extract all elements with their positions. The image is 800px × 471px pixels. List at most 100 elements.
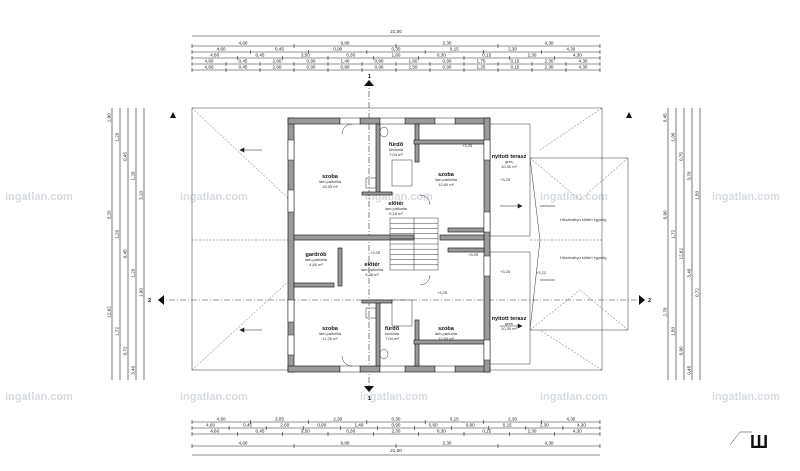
dim-top-row1-label: 4,60 bbox=[239, 41, 248, 46]
room-name: fürdő bbox=[385, 326, 400, 332]
dim-right-label: 12,62 bbox=[679, 248, 684, 260]
dim-top-overall: 21,00 bbox=[390, 29, 402, 34]
room-area: 10,30 m² bbox=[501, 326, 517, 331]
watermark-left-bottom: ingatlan.com bbox=[5, 391, 73, 403]
dim-bottom-row2-label: 1,40 bbox=[354, 423, 363, 428]
dim-left-label: 0,45 bbox=[123, 249, 128, 258]
dim-top-row5-label: 0,90 bbox=[375, 65, 384, 70]
dim-top-row5-label: 0,15 bbox=[511, 65, 520, 70]
room-name: előtér bbox=[388, 201, 404, 207]
dim-bottom-row3-label: 4,60 bbox=[210, 429, 219, 434]
dim-bottom-row2-label: 4,60 bbox=[206, 423, 215, 428]
dim-top-row3-label: 0,30 bbox=[437, 53, 446, 58]
dim-top-row3-label: 4,60 bbox=[210, 53, 219, 58]
dim-left-label: 3,20 bbox=[107, 210, 112, 219]
dim-top-row4-label: 4,60 bbox=[205, 59, 214, 64]
dim-top-row4-label: 4,30 bbox=[579, 59, 588, 64]
dim-right-label: 1,90 bbox=[671, 132, 676, 141]
dim-bottom-row3-label: 3,50 bbox=[301, 429, 310, 434]
dim-top-row5-label: 2,30 bbox=[545, 65, 554, 70]
dim-bottom-row3-label: 2,30 bbox=[392, 429, 401, 434]
room-area: 5,38 m² bbox=[365, 272, 379, 277]
level-labels: +3,25 +3,25 +3,25 +3,25 +3,25 +3,22 +3,2… bbox=[370, 143, 547, 295]
dim-top-row5-label: 1,25 bbox=[477, 65, 486, 70]
dim-left-label: 1,20 bbox=[115, 229, 120, 238]
note-heatpump-1: Hőszivattyú kültéri egység bbox=[560, 217, 606, 222]
building-walls bbox=[287, 117, 531, 373]
room-floor: lam.parketta bbox=[435, 177, 458, 182]
room-name: nyitott terasz bbox=[492, 154, 527, 160]
dim-bottom-row1-label: 0,30 bbox=[392, 417, 401, 422]
dim-right-label: 1,50 bbox=[695, 191, 700, 200]
dim-left-label: 1,20 bbox=[115, 132, 120, 141]
room-floor: kerámia bbox=[389, 147, 404, 152]
dim-top-row4-label: 0,90 bbox=[443, 59, 452, 64]
section-mark-left: 2 bbox=[148, 298, 151, 304]
dim-top-row5-label: 0,90 bbox=[341, 65, 350, 70]
dim-top-row1-label: 4,30 bbox=[545, 41, 554, 46]
dim-left-label: 3,40 bbox=[131, 365, 136, 374]
section-mark-right: 2 bbox=[648, 298, 651, 304]
watermark-c3: ingatlan.com bbox=[540, 191, 608, 203]
room-floor: lam.parketta bbox=[435, 331, 458, 336]
dim-bottom-row1-label: 2,30 bbox=[508, 417, 517, 422]
room-area: 7,04 m² bbox=[385, 336, 399, 341]
room-name: szoba bbox=[438, 326, 455, 332]
dim-top-row2-label: 0,90 bbox=[333, 47, 342, 52]
dim-top-row4-label: 1,75 bbox=[477, 59, 486, 64]
dim-right-label: 0,90 bbox=[663, 210, 668, 219]
watermark-right-bottom: ingatlan.com bbox=[712, 391, 780, 403]
dim-top-row4-label: 1,60 bbox=[409, 59, 418, 64]
watermark-c1: ingatlan.com bbox=[180, 191, 248, 203]
level-l7: +3,25 bbox=[500, 177, 511, 182]
dim-bottom-row1-label: 4,60 bbox=[217, 417, 226, 422]
room-area: 12,60 m² bbox=[438, 182, 454, 187]
dim-bottom-row1-label: 3,05 bbox=[275, 417, 284, 422]
room-name: fürdő bbox=[389, 142, 404, 148]
dim-top-row2-label: 0,45 bbox=[275, 47, 284, 52]
drainage-arrows bbox=[239, 147, 555, 333]
room-area: 5,18 m² bbox=[389, 211, 403, 216]
dim-top-row5-label: 0,45 bbox=[239, 65, 248, 70]
dim-bottom-row3-label: 0,45 bbox=[256, 429, 265, 434]
dim-top-row2-label: 4,30 bbox=[566, 47, 575, 52]
dim-left-label: 3,10 bbox=[139, 191, 144, 200]
watermark-left-mid: ingatlan.com bbox=[5, 191, 73, 203]
dim-bottom-row2-label: 0,60 bbox=[429, 423, 438, 428]
dim-right-label: 0,90 bbox=[679, 346, 684, 355]
dim-top-row4-label: 0,90 bbox=[375, 59, 384, 64]
dim-top-row4-label: 2,60 bbox=[273, 59, 282, 64]
room-name: szoba bbox=[322, 326, 339, 332]
watermark-c6: ingatlan.com bbox=[540, 391, 608, 403]
level-l6: +3,22 bbox=[536, 270, 547, 275]
dim-bottom-row1-label: 4,30 bbox=[566, 417, 575, 422]
dim-top-row2-label: 0,15 bbox=[450, 47, 459, 52]
dim-left-label: 1,20 bbox=[131, 268, 136, 277]
dim-top-row1-label: 9,80 bbox=[341, 41, 350, 46]
room-area: 11,26 m² bbox=[322, 336, 338, 341]
dim-top-row4-label: 2,30 bbox=[545, 59, 554, 64]
room-area: 16,55 m² bbox=[322, 184, 338, 189]
dim-left-label: 1,90 bbox=[139, 288, 144, 297]
dim-right-label: 1,50 bbox=[671, 327, 676, 336]
dim-top-row5-label: 4,30 bbox=[579, 65, 588, 70]
dim-left-label: 0,45 bbox=[123, 152, 128, 161]
room-floor: lam.parketta bbox=[319, 331, 342, 336]
dim-top-row5-label: 0,90 bbox=[307, 65, 316, 70]
dim-top-row3-label: 4,30 bbox=[573, 53, 582, 58]
dim-bottom-row3-label: 0,30 bbox=[346, 429, 355, 434]
dim-bottom-row1-label: 0,15 bbox=[450, 417, 459, 422]
dim-left-label: 1,90 bbox=[107, 113, 112, 122]
dim-right-label: 0,72 bbox=[695, 288, 700, 297]
dim-top-row4-label: 0,15 bbox=[511, 59, 520, 64]
dim-top-row4-label: 0,90 bbox=[307, 59, 316, 64]
dim-top-row2-label: 2,30 bbox=[508, 47, 517, 52]
staircase bbox=[389, 217, 439, 271]
dim-bottom-row2-label: 2,30 bbox=[540, 423, 549, 428]
dim-bottom-row4-label: 9,80 bbox=[341, 441, 350, 446]
room-name: szoba bbox=[322, 174, 339, 180]
dim-top-row1-label: 2,30 bbox=[443, 41, 452, 46]
